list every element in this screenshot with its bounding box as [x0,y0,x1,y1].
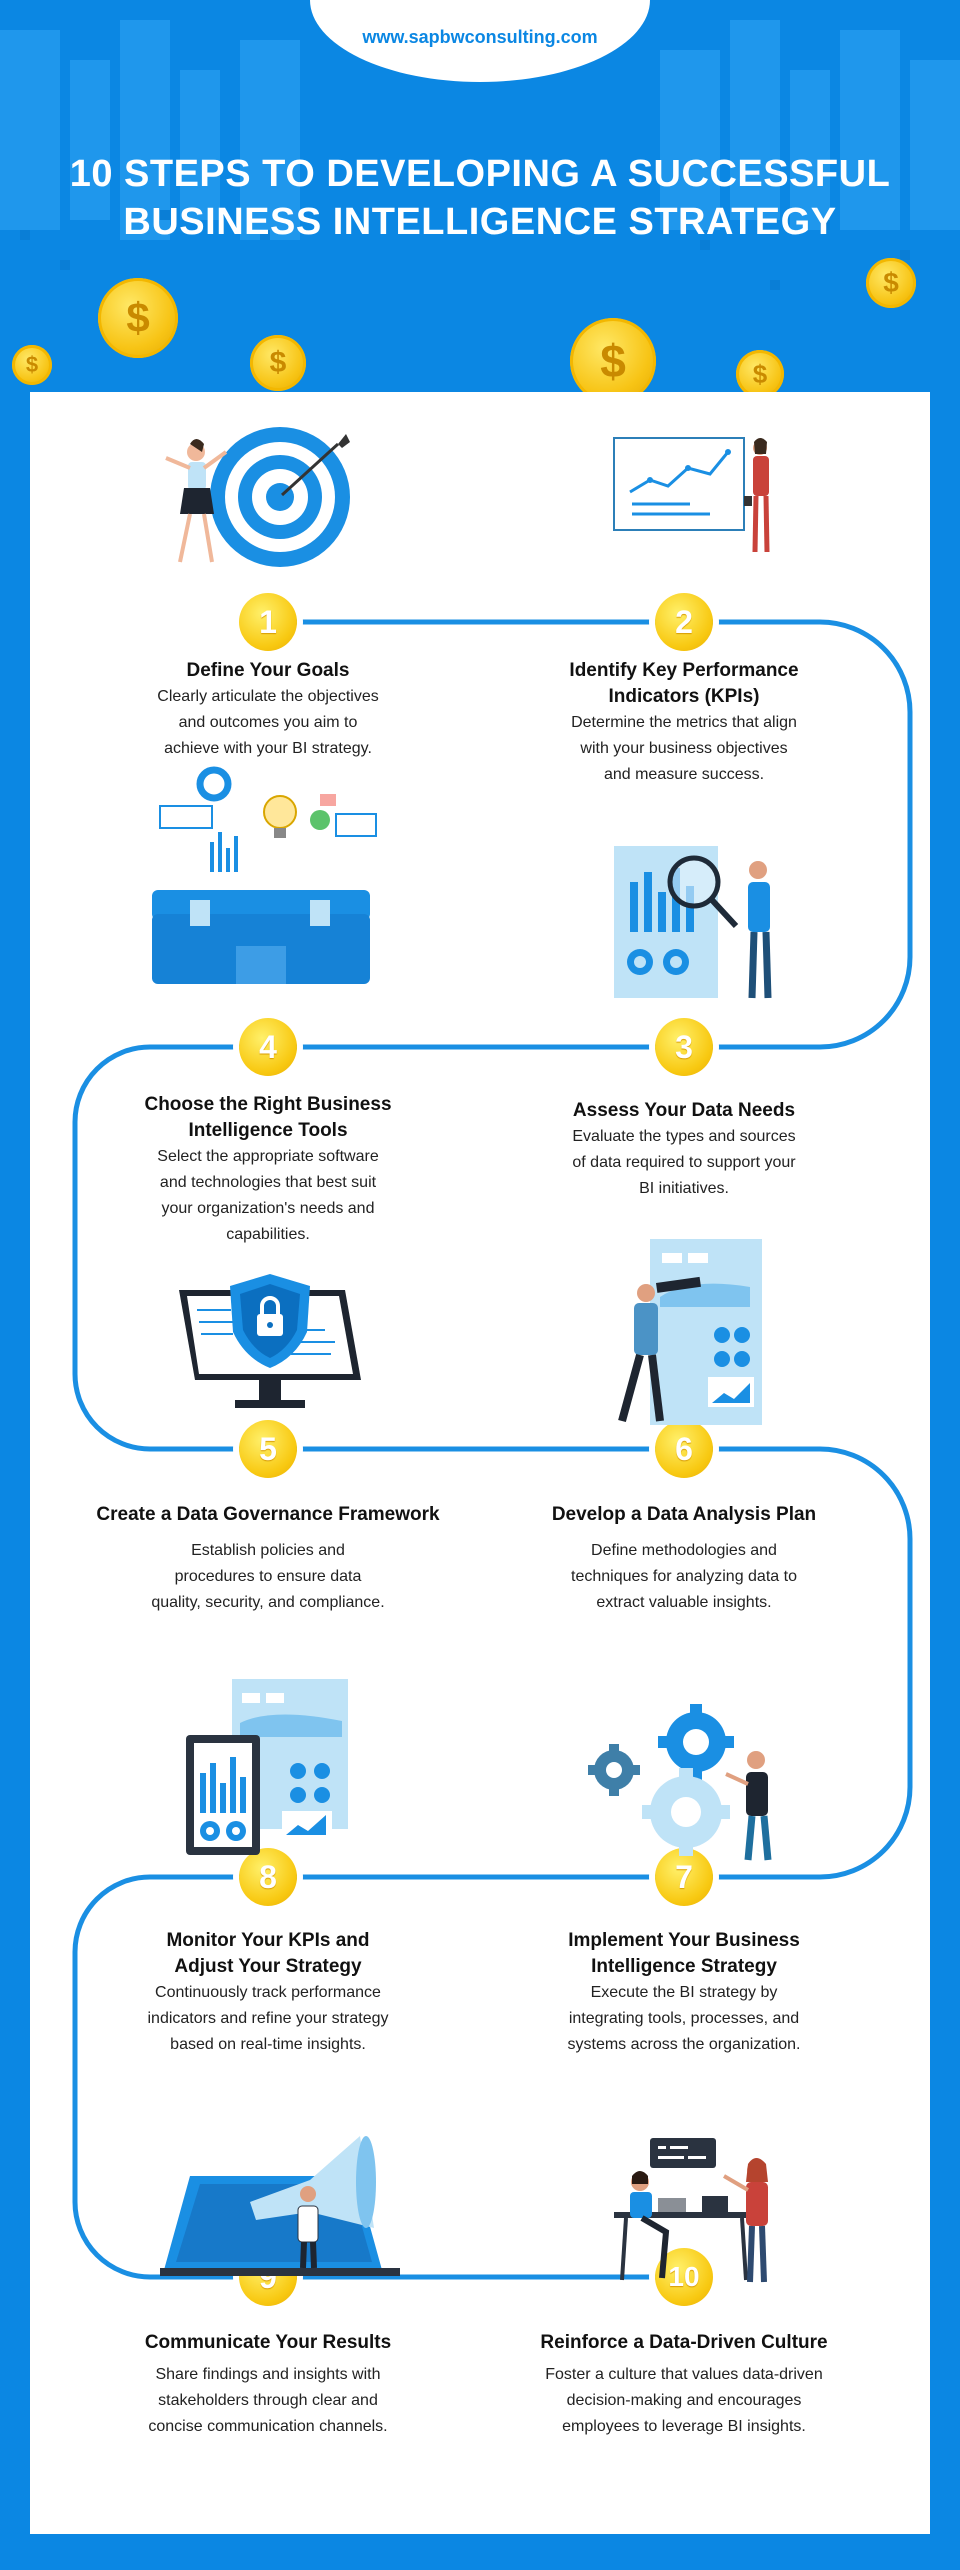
city-skyline-background [0,20,960,290]
presentation-chart-icon [613,437,770,553]
step-10-title: Reinforce a Data-Driven Culture [540,2332,828,2353]
telescope-person-icon [618,1239,762,1425]
target-icon [165,427,350,567]
coin-icon: $ [12,345,52,385]
step-9: Communicate Your Results Share findings … [68,2330,468,2440]
step-number-4: 4 [239,1018,297,1076]
step-number-3: 3 [655,1018,713,1076]
title-line-1: 10 STEPS TO DEVELOPING A SUCCESSFUL [69,153,891,195]
step-5-title: Create a Data Governance Framework [96,1504,440,1525]
step-6-title: Develop a Data Analysis Plan [551,1504,817,1525]
step-5: Create a Data Governance Framework Estab… [48,1502,488,1616]
steps-connector-path [72,619,913,2280]
step-number-5: 5 [239,1420,297,1478]
coin-icon: $ [866,258,916,308]
coin-icon: $ [736,350,784,398]
coin-icon: $ [570,318,656,404]
step-6: Develop a Data Analysis Plan Define meth… [484,1502,884,1616]
step-number-6: 6 [655,1420,713,1478]
step-number-8: 8 [239,1848,297,1906]
step-number-7: 7 [655,1848,713,1906]
shield-monitor-icon [179,1274,361,1408]
team-meeting-icon [614,2138,768,2283]
page-title: 10 STEPS TO DEVELOPING A SUCCESSFUL BUSI… [0,150,960,246]
step-number-2: 2 [655,593,713,651]
dashboard-icon [186,1679,348,1855]
step-9-title: Communicate Your Results [144,2332,392,2353]
website-url[interactable]: www.sapbwconsulting.com [362,26,598,47]
steps-card: 1 2 3 4 5 6 7 8 9 10 Define Your Goals C… [30,392,930,2534]
step-number-1: 1 [239,593,297,651]
gears-icon [588,1704,772,1861]
title-line-2: BUSINESS INTELLIGENCE STRATEGY [123,201,837,243]
step-1-title: Define Your Goals [186,660,350,681]
step-1: Define Your Goals Clearly articulate the… [68,658,468,762]
coin-icon: $ [250,335,306,391]
toolbox-icon [152,766,377,984]
step-3-title: Assess Your Data Needs [572,1100,796,1121]
step-10-description: Foster a culture that values data-driven… [545,2366,823,2435]
magnifier-chart-icon [614,846,772,999]
coin-icon: $ [98,278,178,358]
step-3: Assess Your Data Needs Evaluate the type… [484,1098,884,1202]
step-10: Reinforce a Data-Driven Culture Foster a… [484,2330,884,2440]
megaphone-icon [160,2136,400,2276]
